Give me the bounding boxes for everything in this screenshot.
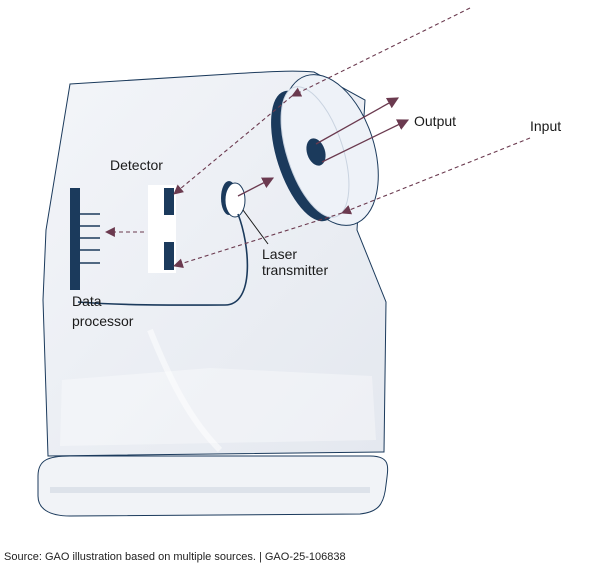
laser-cable — [77, 213, 249, 306]
incoming-ray-upper — [291, 7, 471, 97]
housing-facet-highlight — [147, 328, 223, 453]
label-detector: Detector — [110, 157, 163, 173]
lens-to-detector-upper — [173, 95, 293, 195]
lens-to-detector-lower — [173, 212, 343, 269]
label-data-line2: processor — [72, 313, 134, 329]
label-laser-line2: transmitter — [262, 262, 328, 278]
housing-base — [37, 455, 389, 517]
label-output: Output — [414, 113, 456, 129]
data-processor-board — [70, 188, 80, 290]
detector-sensor-bottom — [164, 242, 174, 270]
data-processor-pins — [80, 213, 100, 264]
label-input: Input — [530, 118, 561, 134]
label-laser-line1: Laser — [262, 246, 297, 262]
output-ray-lower — [321, 119, 410, 163]
incoming-ray-lower — [341, 137, 531, 215]
detector-sensor-top — [164, 188, 174, 215]
source-note: Source: GAO illustration based on multip… — [4, 551, 346, 563]
laser-emitter-face — [224, 182, 246, 218]
label-data-line1: Data — [72, 293, 102, 309]
lens-output-aperture — [306, 138, 326, 166]
laser-beam — [237, 177, 275, 197]
housing-facet-lower — [60, 368, 376, 446]
output-ray-upper — [315, 97, 400, 145]
laser-label-leader — [242, 209, 269, 245]
